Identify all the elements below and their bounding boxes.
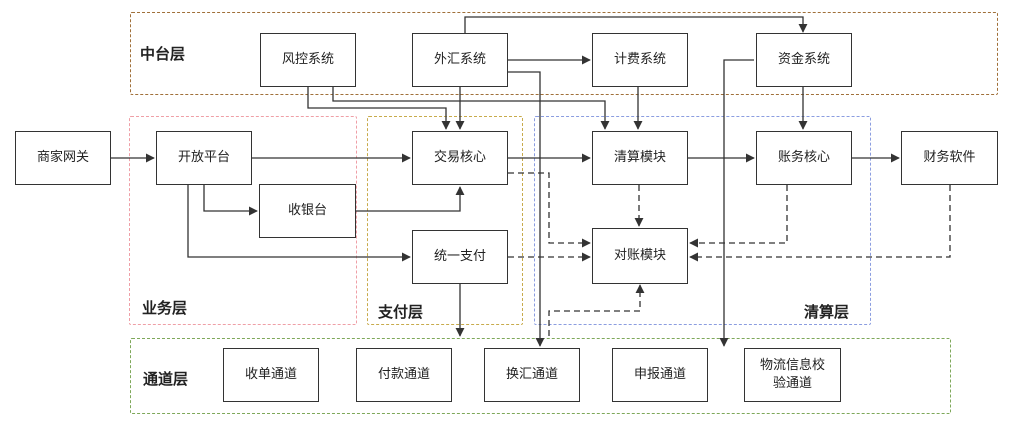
clearing-layer-label: 清算层 xyxy=(804,303,850,321)
cashier-label: 收银台 xyxy=(287,203,327,218)
collect-channel-label: 收单通道 xyxy=(244,367,297,382)
accounting-core-node: 账务核心 xyxy=(756,131,852,185)
mid-platform-layer: 中台层 xyxy=(130,12,998,95)
merchant-gateway-label: 商家网关 xyxy=(36,150,89,165)
billing-system-node: 计费系统 xyxy=(592,33,688,87)
trade-core-node: 交易核心 xyxy=(412,131,508,185)
accounting-core-label: 账务核心 xyxy=(777,150,830,165)
business-layer: 业务层 xyxy=(129,116,357,325)
collect-channel-node: 收单通道 xyxy=(223,348,319,402)
billing-system-label: 计费系统 xyxy=(613,52,666,67)
logistics-verification-channel-node: 物流信息校 验通道 xyxy=(744,348,841,402)
reconciliation-module-node: 对账模块 xyxy=(592,228,688,284)
payment-layer: 支付层 xyxy=(367,116,523,325)
risk-control-label: 风控系统 xyxy=(281,52,334,67)
payment-channel-node: 付款通道 xyxy=(356,348,452,402)
trade-core-label: 交易核心 xyxy=(433,150,486,165)
exchange-channel-label: 换汇通道 xyxy=(505,367,558,382)
clearing-module-label: 清算模块 xyxy=(613,150,666,165)
reconciliation-module-label: 对账模块 xyxy=(613,248,666,263)
unified-payment-node: 统一支付 xyxy=(412,230,508,284)
merchant-gateway-node: 商家网关 xyxy=(15,131,111,185)
payment-layer-label: 支付层 xyxy=(378,303,424,321)
finance-software-node: 财务软件 xyxy=(901,131,998,185)
logistics-channel-label-line1: 物流信息校 xyxy=(759,358,825,373)
funds-system-node: 资金系统 xyxy=(756,33,852,87)
declaration-channel-node: 申报通道 xyxy=(612,348,708,402)
mid-platform-layer-label: 中台层 xyxy=(140,45,186,63)
cashier-node: 收银台 xyxy=(259,184,356,238)
channel-layer-label: 通道层 xyxy=(143,370,189,388)
exchange-channel-node: 换汇通道 xyxy=(484,348,580,402)
risk-control-node: 风控系统 xyxy=(260,33,356,87)
payment-channel-label: 付款通道 xyxy=(377,367,430,382)
funds-system-label: 资金系统 xyxy=(777,52,830,67)
clearing-module-node: 清算模块 xyxy=(592,131,688,185)
business-layer-label: 业务层 xyxy=(142,299,188,317)
clearing-layer: 清算层 xyxy=(534,116,871,325)
logistics-channel-label-line2: 验通道 xyxy=(772,376,812,391)
open-platform-node: 开放平台 xyxy=(156,131,252,185)
forex-system-label: 外汇系统 xyxy=(433,52,486,67)
unified-payment-label: 统一支付 xyxy=(433,249,486,264)
finance-software-label: 财务软件 xyxy=(923,150,976,165)
forex-system-node: 外汇系统 xyxy=(412,33,508,87)
open-platform-label: 开放平台 xyxy=(177,150,230,165)
declaration-channel-label: 申报通道 xyxy=(633,367,686,382)
